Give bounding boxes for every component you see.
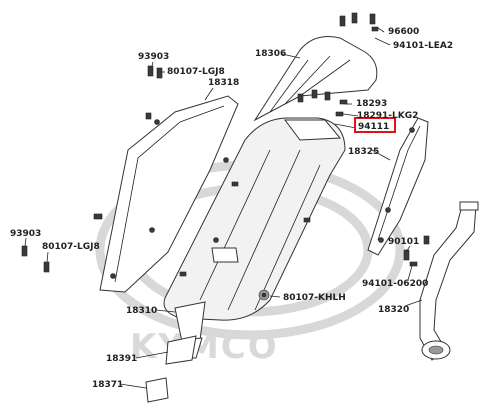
label-96600: 96600 <box>388 27 419 37</box>
right-heat-shield <box>367 117 429 256</box>
label-18325: 18325 <box>348 147 379 157</box>
label-18310: 18310 <box>126 306 157 316</box>
tail-cap <box>145 377 169 403</box>
label-18371: 18371 <box>92 380 123 390</box>
label-80107-khlh: 80107-KHLH <box>283 293 346 303</box>
label-18291-lkg2: 18291-LKG2 <box>357 111 418 121</box>
label-18391: 18391 <box>106 354 137 364</box>
label-94101-06200: 94101-06200 <box>362 279 428 289</box>
exhaust-manifold-pipe <box>419 201 479 361</box>
tail-pipe <box>165 335 197 365</box>
highlight-box <box>354 117 396 133</box>
watermark-text: KYMCO <box>130 327 279 367</box>
leader-lines <box>24 27 423 389</box>
fasteners <box>21 12 430 301</box>
label-93903-left: 93903 <box>10 229 41 239</box>
left-heat-shield <box>99 95 239 293</box>
label-18306: 18306 <box>255 49 286 59</box>
label-18318: 18318 <box>208 78 239 88</box>
label-18293: 18293 <box>356 99 387 109</box>
label-80107-lgj8-top: 80107-LGJ8 <box>167 67 225 77</box>
heat-shield-top <box>253 36 378 122</box>
label-94111: 94111 <box>358 122 389 132</box>
label-18320: 18320 <box>378 305 409 315</box>
label-93903-top: 93903 <box>138 52 169 62</box>
label-90101: 90101 <box>388 237 419 247</box>
part-labels: 96600 94101-LEA2 18306 93903 80107-LGJ8 … <box>10 27 453 390</box>
label-80107-lgj8-left: 80107-LGJ8 <box>42 242 100 252</box>
label-94101-lea2: 94101-LEA2 <box>393 41 453 51</box>
